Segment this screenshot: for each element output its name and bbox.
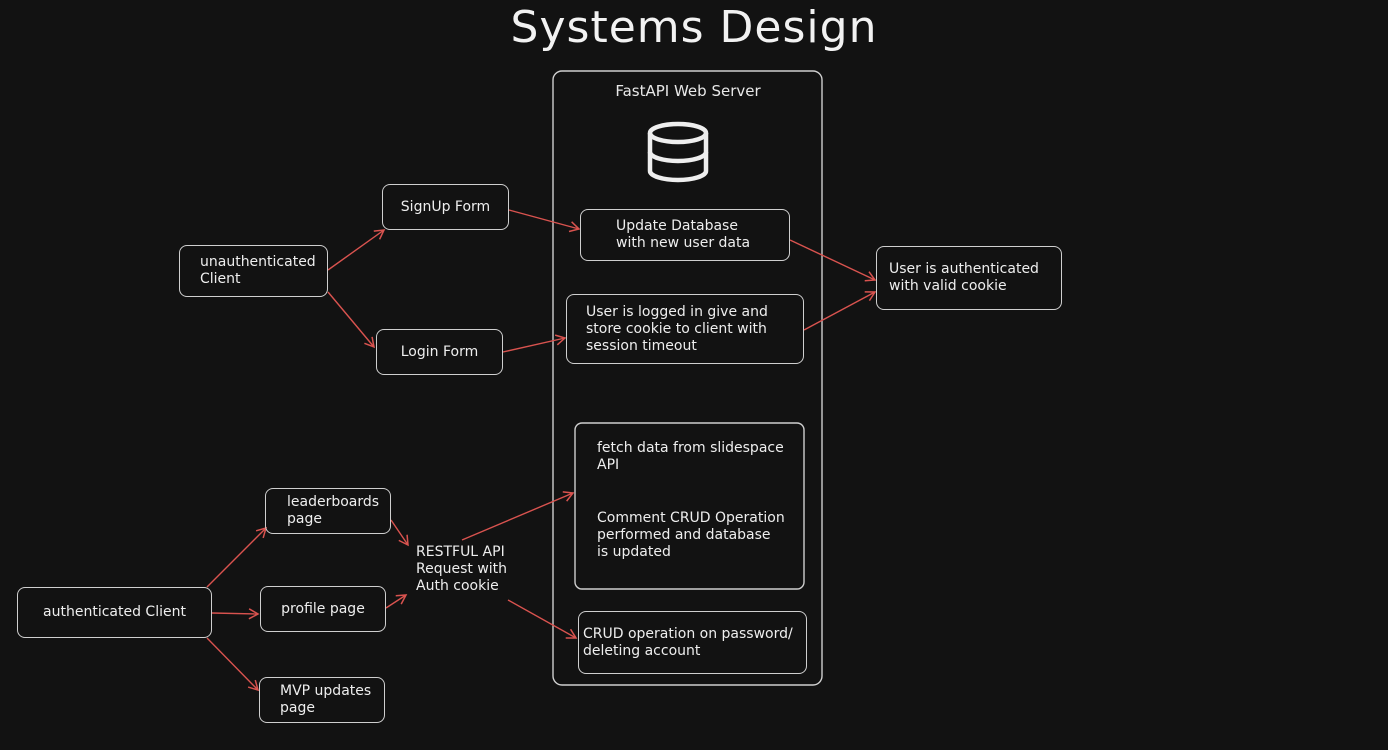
server-container	[552, 70, 823, 686]
node-user-authenticated: User is authenticated with valid cookie	[876, 246, 1062, 310]
node-unauthenticated-client: unauthenticated Client	[179, 245, 328, 297]
arrow-auth-client-to-leaderboards	[206, 526, 268, 588]
arrow-update-db-to-authenticated	[789, 239, 877, 282]
text-fetch-data: fetch data from slidespace API	[597, 440, 784, 473]
server-label: FastAPI Web Server	[615, 82, 761, 100]
node-password-crud: CRUD operation on password/ deleting acc…	[578, 611, 807, 674]
node-label: CRUD operation on password/ deleting acc…	[583, 625, 793, 659]
text-restful-api-request: RESTFUL API Request with Auth cookie	[416, 544, 508, 594]
arrow-unauth-to-signup	[327, 229, 386, 271]
node-label: leaderboards page	[287, 494, 380, 527]
node-mvp-updates-page: MVP updates page	[259, 677, 385, 723]
arrow-profile-to-restful	[385, 594, 408, 609]
node-authenticated-client: authenticated Client	[17, 587, 212, 638]
node-signup-form: SignUp Form	[382, 184, 509, 230]
node-label: User is logged in give and store cookie …	[586, 303, 768, 354]
database-icon	[647, 121, 709, 183]
node-label: profile page	[281, 600, 365, 617]
node-login-form: Login Form	[376, 329, 503, 375]
node-label: unauthenticated Client	[200, 254, 316, 287]
node-label: authenticated Client	[43, 604, 186, 620]
node-leaderboards-page: leaderboards page	[265, 488, 391, 534]
node-update-database: Update Database with new user data	[580, 209, 790, 261]
api-operations-box	[574, 422, 805, 590]
diagram-title: Systems Design	[510, 2, 878, 53]
node-label: Update Database with new user data	[616, 218, 751, 251]
node-profile-page: profile page	[260, 586, 386, 632]
node-label: MVP updates page	[280, 683, 372, 716]
arrow-logged-in-to-authenticated	[803, 291, 877, 331]
node-label: SignUp Form	[400, 198, 491, 215]
arrow-signup-to-update-db	[508, 209, 581, 233]
arrow-restful-to-api-operations	[461, 491, 575, 541]
node-label: Login Form	[400, 343, 479, 360]
arrow-restful-to-password-crud	[507, 599, 578, 639]
arrow-login-to-logged-in	[502, 334, 567, 353]
arrow-auth-client-to-profile	[211, 608, 260, 620]
node-label: User is authenticated with valid cookie	[889, 261, 1039, 294]
node-user-logged-in: User is logged in give and store cookie …	[566, 294, 804, 364]
arrow-unauth-to-login	[327, 291, 375, 349]
arrow-leaderboards-to-restful	[390, 519, 409, 547]
arrow-auth-client-to-mvp	[206, 637, 260, 692]
text-comment-crud: Comment CRUD Operation performed and dat…	[597, 510, 785, 560]
